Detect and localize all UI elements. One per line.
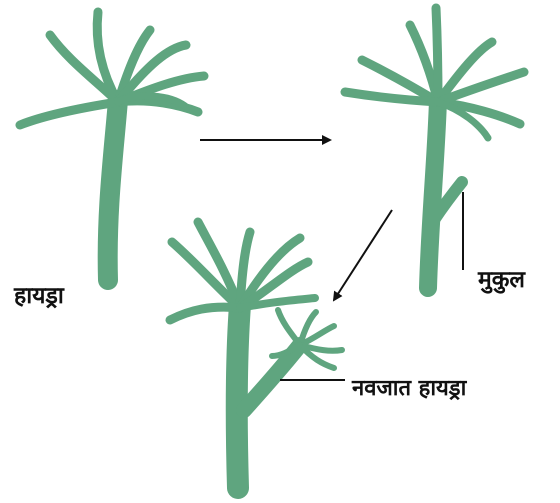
hydra-body [108, 100, 118, 280]
label-newborn-hydra: नवजात हायड्रा [352, 372, 466, 402]
hydra-with-bud [345, 8, 524, 288]
label-bud: मुकुल [478, 262, 525, 294]
label-hydra: हायड्रा [14, 278, 64, 310]
tentacle [198, 222, 240, 308]
tentacle [20, 102, 118, 125]
tentacle [436, 8, 438, 102]
hydra-body [428, 100, 438, 288]
hydra-releasing-newborn [170, 222, 342, 488]
arrow-down-left [334, 210, 392, 300]
newborn-tentacle [278, 310, 300, 345]
hydra-parent-left [20, 12, 204, 280]
hydra-body [237, 305, 240, 488]
